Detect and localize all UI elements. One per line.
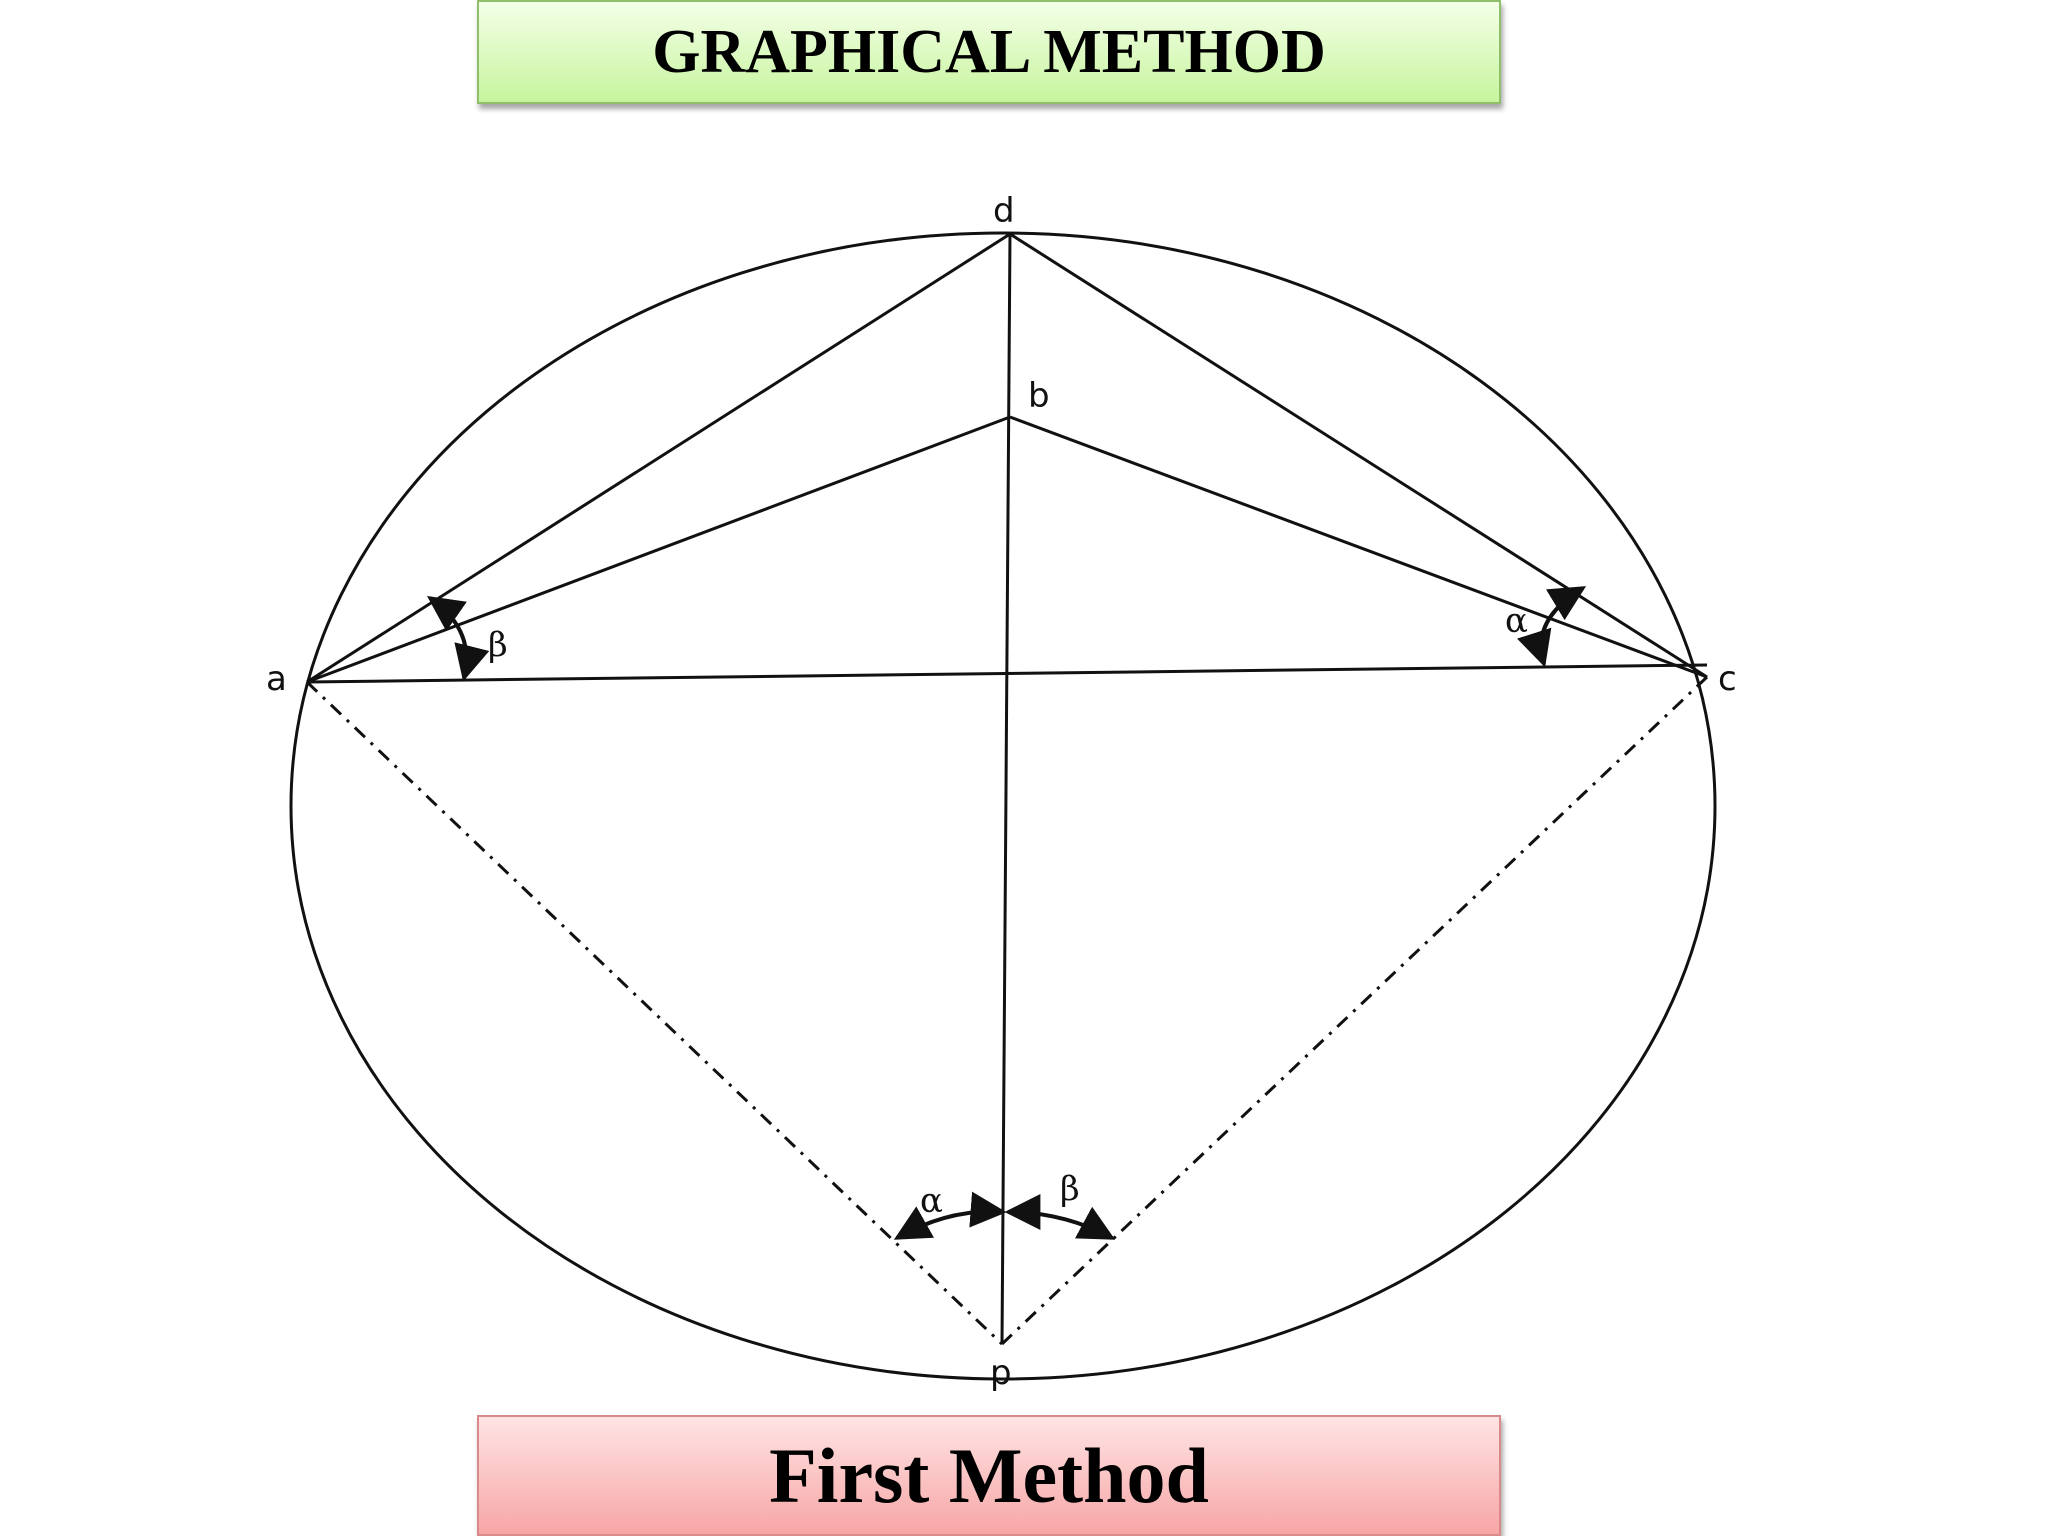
label-point-c: c — [1718, 659, 1737, 699]
label-point-p: p — [990, 1353, 1012, 1393]
line-dp — [1000, 233, 1012, 1345]
solid-lines — [306, 232, 1708, 1345]
caption-text: First Method — [769, 1431, 1209, 1519]
label-point-a: a — [266, 659, 287, 699]
alpha-arc-at-p — [893, 1191, 1007, 1240]
line-cd — [1009, 232, 1708, 679]
label-alpha-at-p: α — [920, 1181, 943, 1221]
angle-arcs — [427, 586, 1587, 1240]
beta-arc-at-a — [427, 595, 490, 682]
beta-arc-at-p — [1004, 1194, 1116, 1240]
label-beta-at-a: β — [488, 625, 508, 665]
page-title: GRAPHICAL METHOD — [652, 17, 1326, 86]
circle — [289, 231, 1717, 1381]
line-ap — [305, 680, 1004, 1346]
label-beta-at-p: β — [1060, 1169, 1080, 1209]
title-banner: GRAPHICAL METHOD — [477, 0, 1501, 104]
label-alpha-at-c: α — [1505, 601, 1528, 641]
line-ab — [306, 415, 1011, 684]
line-ad — [306, 232, 1011, 684]
line-cp — [1000, 675, 1709, 1346]
alpha-arc-at-c — [1517, 586, 1587, 668]
label-point-b: b — [1028, 376, 1050, 416]
caption-banner: First Method — [477, 1415, 1501, 1536]
dashed-lines — [305, 675, 1709, 1346]
label-point-d: d — [993, 191, 1015, 231]
line-cb — [1009, 415, 1708, 679]
